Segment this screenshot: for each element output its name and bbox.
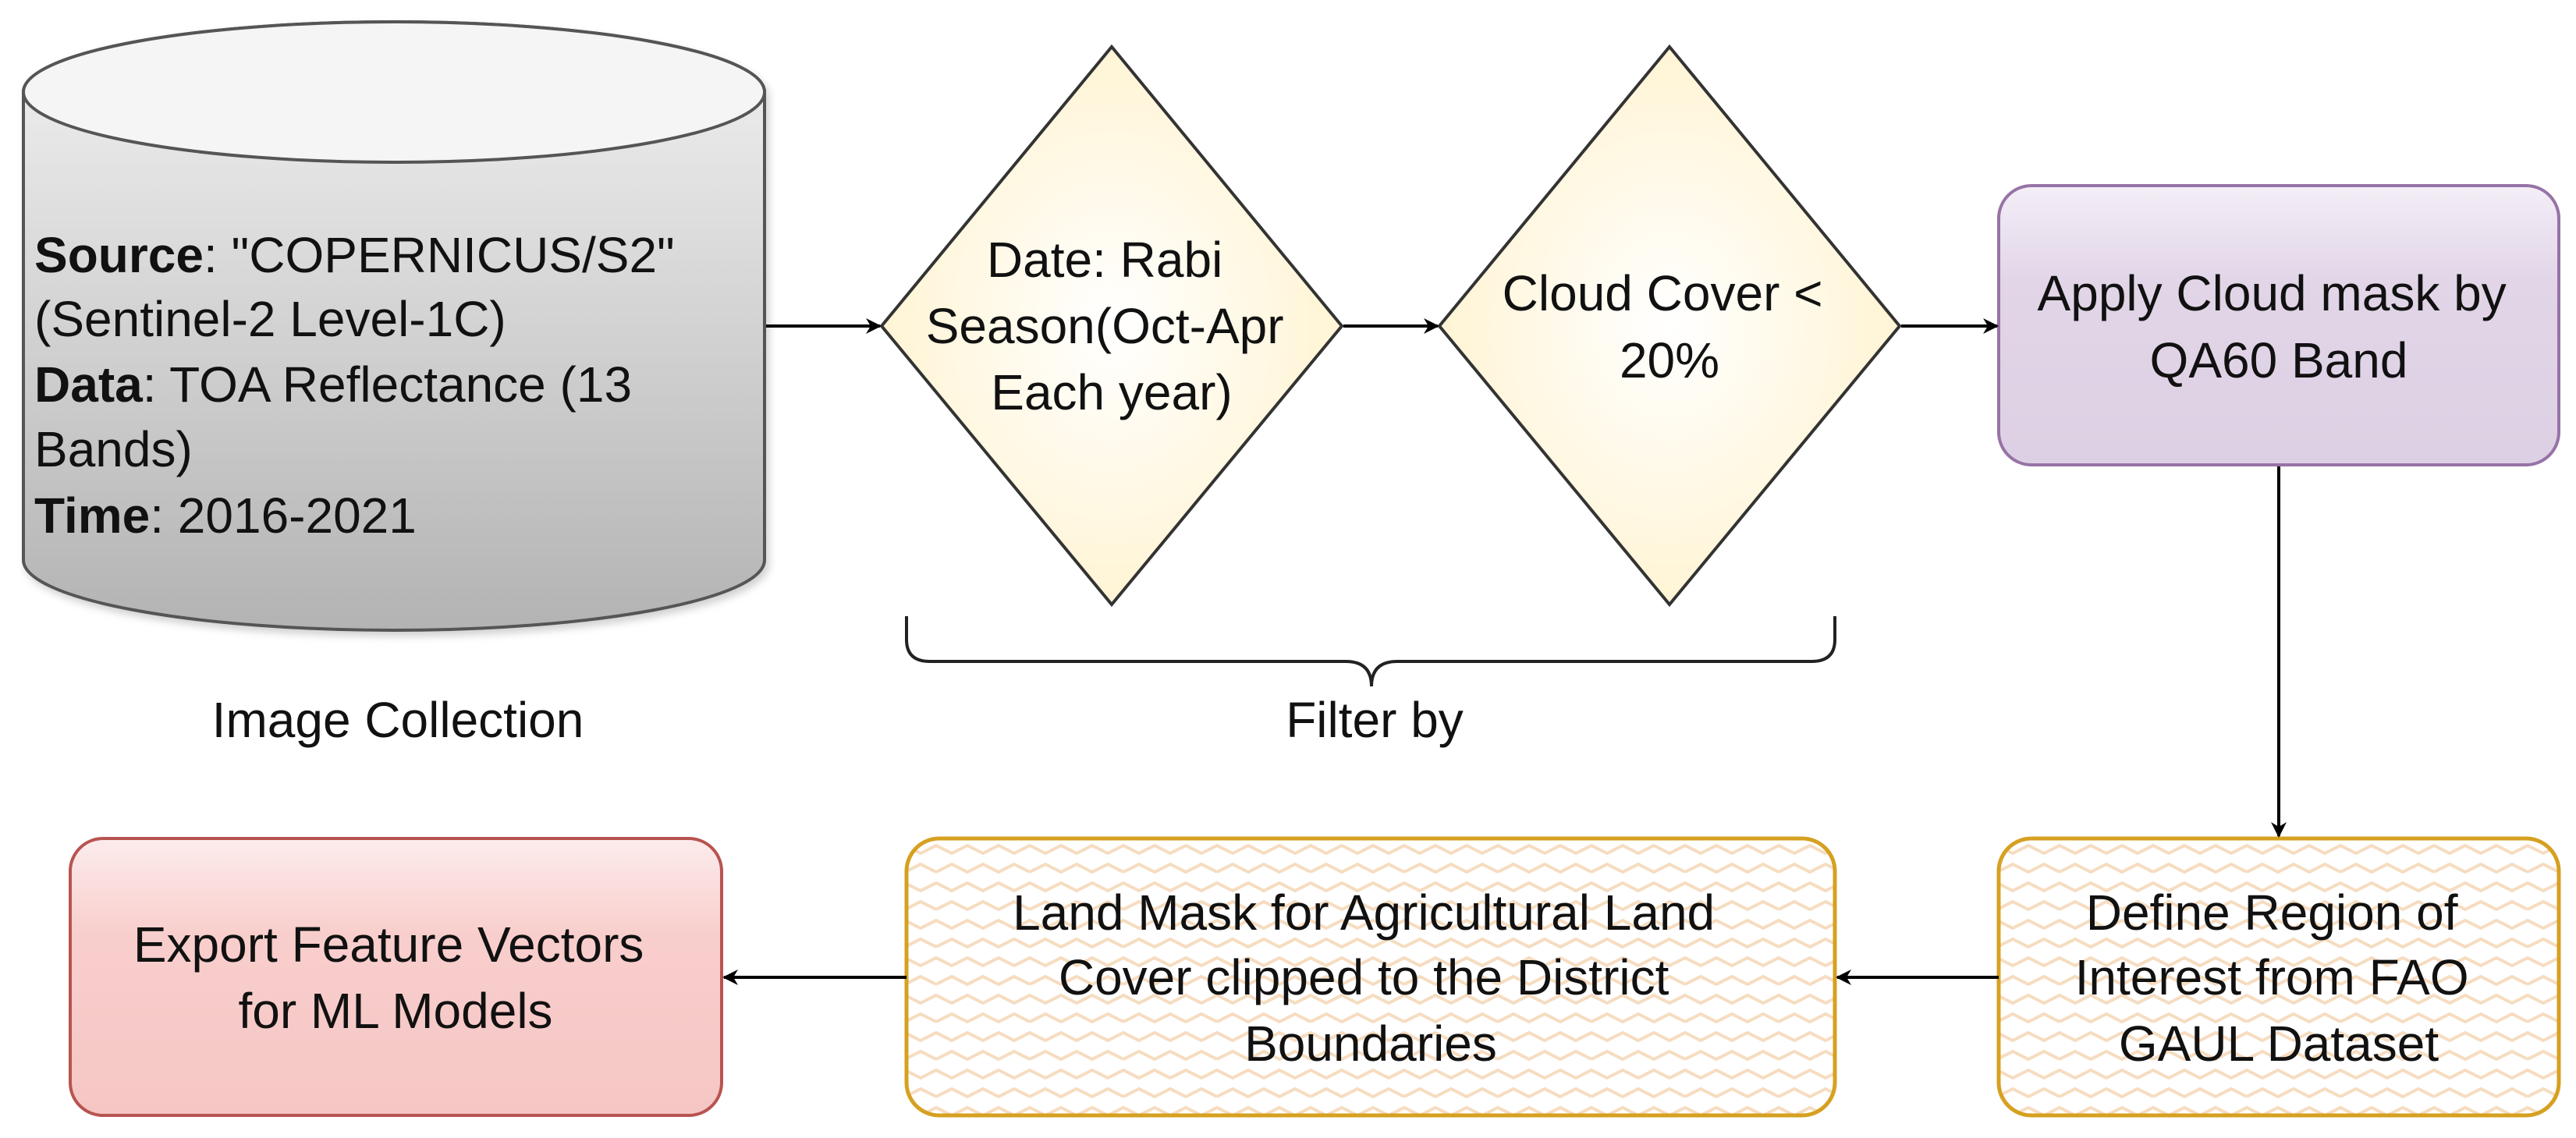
- date-filter-text: Date: Rabi Season(Oct-Apr Each year): [926, 232, 1298, 420]
- data-value: : TOA Reflectance (13: [143, 356, 632, 413]
- land-mask-box[interactable]: Land Mask for Agricultural Land Cover cl…: [904, 836, 1837, 1118]
- region-of-interest-box[interactable]: Define Region of Interest from FAO GAUL …: [1996, 836, 2561, 1118]
- image-collection-cylinder[interactable]: Source: "COPERNICUS/S2" (Sentinel-2 Leve…: [22, 20, 766, 632]
- source-value: : "COPERNICUS/S2": [204, 227, 675, 283]
- time-key: Time: [34, 487, 150, 544]
- region-of-interest-text: Define Region of Interest from FAO GAUL …: [2075, 885, 2483, 1072]
- export-text: Export Feature Vectors for ML Models: [133, 916, 658, 1039]
- source-key: Source: [34, 227, 204, 283]
- data-detail: Bands): [34, 421, 193, 477]
- cylinder-text: Source: "COPERNICUS/S2" (Sentinel-2 Leve…: [34, 227, 689, 544]
- cloud-cover-filter-diamond[interactable]: Cloud Cover < 20%: [1437, 44, 1902, 608]
- filter-caption: Filter by: [1286, 692, 1464, 748]
- source-detail: (Sentinel-2 Level-1C): [34, 291, 506, 347]
- data-key: Data: [34, 356, 143, 413]
- land-mask-text: Land Mask for Agricultural Land Cover cl…: [1013, 885, 1729, 1072]
- cylinder-top: [22, 20, 766, 164]
- cloud-cover-filter-text: Cloud Cover < 20%: [1503, 265, 1837, 388]
- time-value: : 2016-2021: [150, 487, 417, 544]
- filter-brace: [905, 616, 1836, 687]
- cloud-mask-text: Apply Cloud mask by QA60 Band: [2038, 265, 2521, 388]
- export-box[interactable]: Export Feature Vectors for ML Models: [69, 837, 723, 1117]
- image-collection-caption: Image Collection: [212, 692, 584, 748]
- date-filter-diamond[interactable]: Date: Rabi Season(Oct-Apr Each year): [879, 44, 1344, 608]
- cloud-mask-box[interactable]: Apply Cloud mask by QA60 Band: [1997, 184, 2560, 466]
